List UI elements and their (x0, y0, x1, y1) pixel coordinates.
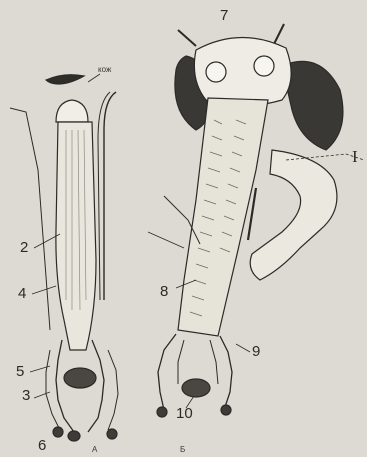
label-4: 4 (18, 286, 26, 301)
label-6: 6 (38, 438, 46, 453)
label-10: 10 (176, 406, 193, 421)
cluster-b (182, 379, 210, 397)
label-9: 9 (252, 344, 260, 359)
label-8: 8 (160, 284, 168, 299)
label-1: I (352, 148, 358, 165)
label-5: 5 (16, 364, 24, 379)
cluster-a (64, 368, 96, 388)
label-3: 3 (22, 388, 30, 403)
label-b: Б (180, 446, 185, 454)
label-a: A (92, 446, 97, 454)
label-kom: кож (98, 66, 111, 74)
label-2: 2 (20, 240, 28, 255)
label-7: 7 (220, 8, 228, 23)
